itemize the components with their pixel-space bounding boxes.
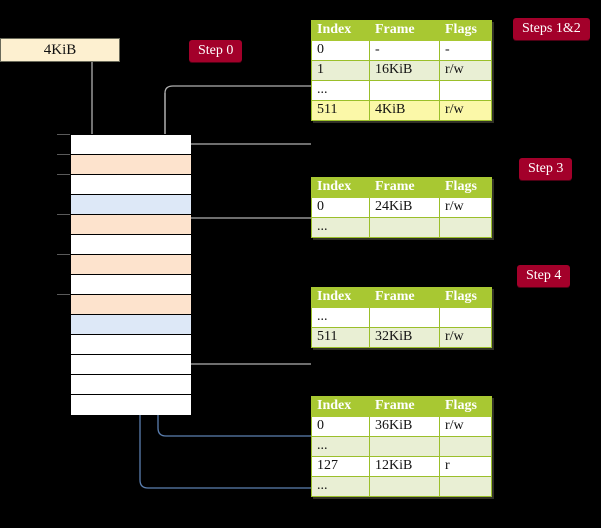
cell-index: 0: [311, 40, 370, 61]
cell-flags: [439, 217, 492, 238]
cell-index: 0: [311, 416, 370, 437]
cell-index: 1: [311, 60, 370, 81]
cell-flags: r/w: [439, 327, 492, 348]
memory-tick: [57, 134, 70, 135]
cell-frame: 16KiB: [369, 60, 440, 81]
memory-frame-row: [71, 395, 191, 415]
cell-frame: [369, 80, 440, 101]
table-row: ...: [311, 436, 492, 457]
column-header-flags: Flags: [439, 396, 492, 417]
column-header-frame: Frame: [369, 396, 440, 417]
cell-index: ...: [311, 436, 370, 457]
cell-flags: [439, 307, 492, 328]
memory-tick: [57, 214, 70, 215]
column-header-index: Index: [311, 177, 370, 198]
source-frame-box: 4KiB: [0, 38, 120, 62]
cell-flags: r/w: [439, 60, 492, 81]
column-header-index: Index: [311, 396, 370, 417]
column-header-frame: Frame: [369, 177, 440, 198]
wire-step4: [170, 313, 311, 365]
table-row: ...: [311, 307, 492, 328]
memory-tick: [57, 294, 70, 295]
cell-flags: r/w: [439, 416, 492, 437]
cell-flags: [439, 80, 492, 101]
cell-frame: [369, 476, 440, 497]
column-header-frame: Frame: [369, 20, 440, 41]
cell-frame: [369, 436, 440, 457]
cell-flags: -: [439, 40, 492, 61]
memory-frame-row: [71, 195, 191, 215]
wire-step3: [176, 217, 311, 258]
table-row: ...: [311, 476, 492, 497]
memory-frame-row: [71, 295, 191, 315]
cell-frame: 4KiB: [369, 100, 440, 121]
cell-index: ...: [311, 307, 370, 328]
table-row: 0--: [311, 40, 492, 61]
table-row: ...: [311, 217, 492, 238]
cell-index: 511: [311, 327, 370, 348]
cell-frame: 32KiB: [369, 327, 440, 348]
memory-tick: [57, 254, 70, 255]
cell-index: ...: [311, 476, 370, 497]
cell-index: 127: [311, 456, 370, 477]
table-row: ...: [311, 80, 492, 101]
cell-flags: r/w: [439, 197, 492, 218]
memory-frame-row: [71, 315, 191, 335]
badge-step-4: Step 4: [517, 265, 571, 287]
cell-index: ...: [311, 80, 370, 101]
memory-frame-row: [71, 235, 191, 255]
physical-memory-column: [70, 134, 191, 415]
memory-frame-row: [71, 155, 191, 175]
badge-step-0: Step 0: [189, 40, 243, 62]
badge-steps-1-2: Steps 1&2: [513, 18, 590, 40]
column-header-index: Index: [311, 287, 370, 308]
memory-frame-row: [71, 355, 191, 375]
cell-frame: 36KiB: [369, 416, 440, 437]
memory-frame-row: [71, 135, 191, 155]
column-header-index: Index: [311, 20, 370, 41]
cell-frame: [369, 217, 440, 238]
column-header-flags: Flags: [439, 177, 492, 198]
column-header-flags: Flags: [439, 287, 492, 308]
cell-flags: [439, 476, 492, 497]
column-header-flags: Flags: [439, 20, 492, 41]
memory-frame-row: [71, 215, 191, 235]
memory-frame-row: [71, 335, 191, 355]
cell-frame: [369, 307, 440, 328]
memory-frame-row: [71, 375, 191, 395]
cell-index: ...: [311, 217, 370, 238]
cell-index: 511: [311, 100, 370, 121]
cell-flags: r: [439, 456, 492, 477]
memory-frame-row: [71, 275, 191, 295]
cell-frame: -: [369, 40, 440, 61]
column-header-frame: Frame: [369, 287, 440, 308]
cell-frame: 12KiB: [369, 456, 440, 477]
cell-flags: r/w: [439, 100, 492, 121]
cell-frame: 24KiB: [369, 197, 440, 218]
badge-step-3: Step 3: [519, 158, 573, 180]
cell-flags: [439, 436, 492, 457]
memory-tick: [57, 154, 70, 155]
memory-frame-row: [71, 255, 191, 275]
cell-index: 0: [311, 197, 370, 218]
memory-frame-row: [71, 175, 191, 195]
memory-tick: [57, 174, 70, 175]
